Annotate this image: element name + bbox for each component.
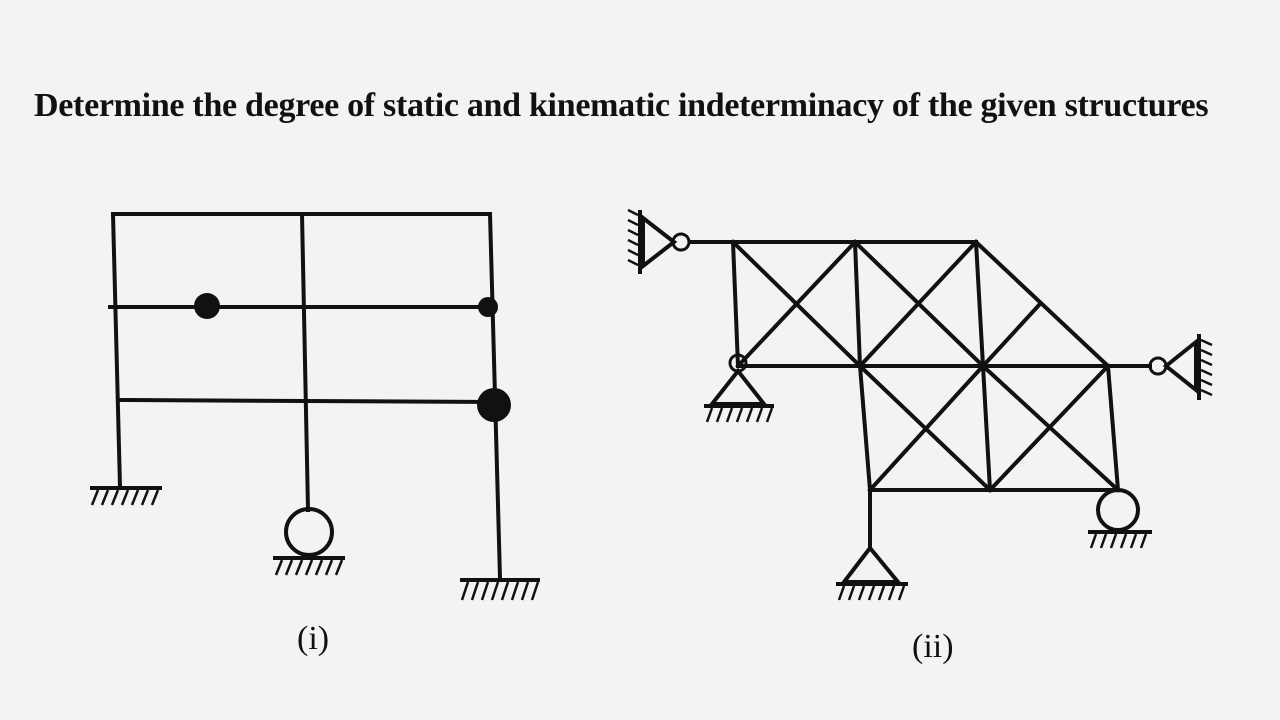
truss-diagonal	[735, 239, 858, 369]
truss-pin-support-bottom	[836, 544, 908, 601]
frame-middle-column	[299, 211, 311, 513]
figure-caption-i: (i)	[297, 620, 330, 657]
frame-hinge-right-upper	[478, 297, 498, 317]
truss-diagonal	[857, 239, 979, 369]
truss-vertical	[852, 239, 863, 369]
frame-lower-beam	[115, 397, 498, 405]
frame-hinge-right-lower	[477, 388, 511, 422]
truss-vertical	[730, 239, 741, 369]
truss-structure	[627, 208, 1213, 601]
truss-vertical	[973, 239, 986, 369]
frame-hinge-middle-beam	[194, 293, 220, 319]
frame-structure	[90, 211, 540, 601]
truss-pin-support-left	[704, 353, 774, 423]
truss-diagonal	[980, 301, 1043, 369]
truss-pin-support-top-left	[627, 208, 691, 274]
frame-left-column	[110, 211, 123, 490]
truss-diagonal	[987, 363, 1111, 493]
truss-roller-support-right	[1088, 488, 1152, 549]
truss-vertical	[980, 363, 993, 493]
truss-diagonal	[867, 363, 986, 493]
frame-roller-support-middle	[273, 507, 345, 576]
truss-pin-support-right	[1148, 334, 1213, 400]
truss-vertical	[857, 363, 873, 493]
figure-caption-ii: (ii)	[912, 628, 954, 665]
question-text: Determine the degree of static and kinem…	[34, 87, 1209, 124]
frame-fixed-support-left	[90, 486, 162, 506]
frame-fixed-support-right	[460, 578, 540, 601]
truss-vertical	[1105, 363, 1121, 493]
